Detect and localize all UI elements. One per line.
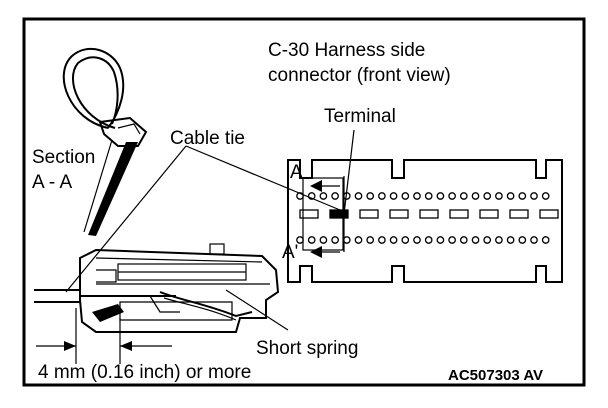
terminal-pin xyxy=(459,236,468,244)
section-view xyxy=(34,243,280,333)
terminal-slot xyxy=(389,209,409,219)
terminal-pin xyxy=(436,192,445,200)
terminal-pin xyxy=(331,236,339,244)
terminal-pin xyxy=(401,236,410,244)
diagram-frame xyxy=(22,17,586,387)
terminal-slot xyxy=(299,209,319,219)
terminal-row-top xyxy=(296,192,550,200)
terminal-slot xyxy=(329,209,349,219)
terminal-pin xyxy=(448,192,456,200)
terminal-pin xyxy=(530,192,538,200)
terminal-pin xyxy=(483,192,492,200)
terminal-pin xyxy=(436,236,445,244)
cable-tie-label: Cable tie xyxy=(170,128,245,149)
dimension-marker xyxy=(36,308,172,364)
terminal-pin xyxy=(495,236,503,244)
terminal-slot xyxy=(539,209,559,219)
terminal-slot xyxy=(359,209,379,219)
terminal-pin xyxy=(459,192,468,200)
terminal-pin xyxy=(541,236,550,244)
terminal-pin xyxy=(307,236,316,244)
section-marker-bottom: A' xyxy=(282,242,298,263)
terminal-pin xyxy=(354,192,363,200)
terminal-pin xyxy=(378,236,386,244)
terminal-pin xyxy=(319,236,328,244)
connector-title-line1: C-30 Harness side xyxy=(268,40,425,61)
terminal-pin xyxy=(471,236,480,244)
section-label-line2: A - A xyxy=(32,172,72,193)
terminal-pin xyxy=(448,236,456,244)
terminal-slot xyxy=(419,209,439,219)
terminal-pin xyxy=(541,192,550,200)
connector-title-line2: connector (front view) xyxy=(268,65,451,86)
terminal-pin xyxy=(389,192,398,200)
terminal-pin xyxy=(424,236,433,244)
terminal-pin xyxy=(307,192,316,200)
terminal-pin xyxy=(389,236,398,244)
terminal-pin xyxy=(366,236,375,244)
terminal-slot xyxy=(509,209,529,219)
terminal-pin xyxy=(366,192,375,200)
terminal-pin xyxy=(424,192,433,200)
terminal-pin xyxy=(331,192,339,200)
connector-front-view xyxy=(287,129,563,283)
short-spring-leader xyxy=(225,289,289,331)
short-spring-label: Short spring xyxy=(256,338,358,359)
section-marker-top: A xyxy=(290,162,303,183)
terminal-pin xyxy=(413,192,421,200)
terminal-row-bottom xyxy=(296,236,550,244)
terminal-row-middle xyxy=(299,209,559,219)
terminal-pin xyxy=(518,192,527,200)
terminal-pin xyxy=(530,236,538,244)
terminal-pin xyxy=(401,192,410,200)
cable-tie-leader xyxy=(65,145,187,293)
dimension-label: 4 mm (0.16 inch) or more xyxy=(38,362,251,383)
terminal-pin xyxy=(518,236,527,244)
terminal-pin xyxy=(413,236,421,244)
terminal-slot xyxy=(449,209,469,219)
figure-code: AC507303 AV xyxy=(448,367,543,384)
terminal-pin xyxy=(483,236,492,244)
terminal-label: Terminal xyxy=(324,106,396,127)
terminal-pin xyxy=(319,192,328,200)
terminal-pin xyxy=(354,236,363,244)
section-label-line1: Section xyxy=(32,147,95,168)
terminal-pin xyxy=(378,192,386,200)
terminal-pin xyxy=(471,192,480,200)
terminal-pin xyxy=(495,192,503,200)
terminal-pin xyxy=(506,236,515,244)
cable-tie-drawing xyxy=(62,47,148,236)
terminal-slot xyxy=(479,209,499,219)
terminal-pin xyxy=(506,192,515,200)
